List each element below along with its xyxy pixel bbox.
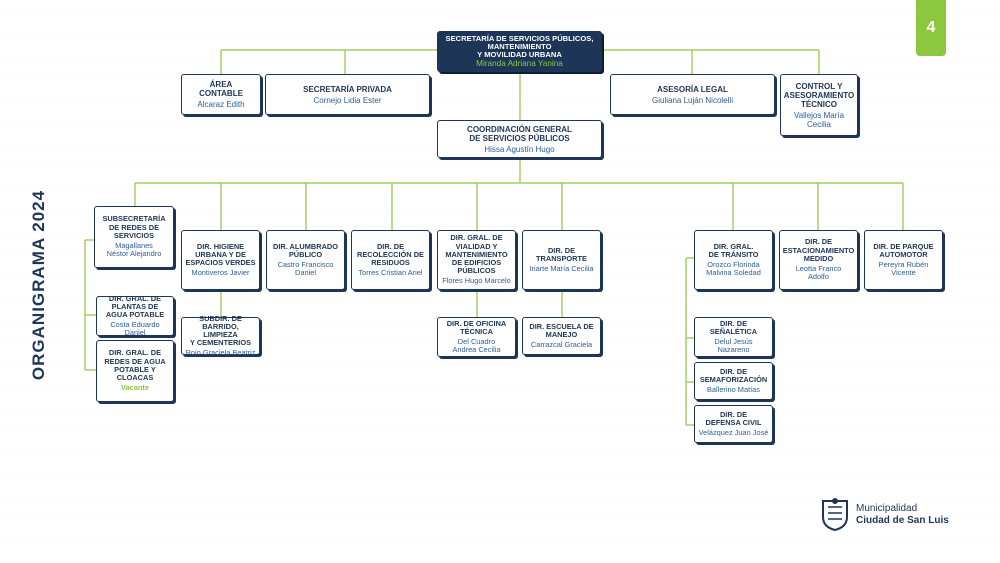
node-name: Costa Eduardo Daniel [110,320,160,338]
node-dir-escuela-manejo: DIR. ESCUELA DE MANEJO Carrazcal Graciel… [522,317,601,355]
logo-line-2: Ciudad de San Luis [856,515,949,526]
node-name: Orozco Florinda Malvina Soledad [706,260,761,278]
node-dir-senaletica: DIR. DE SEÑALÉTICA Delul Jesús Nazareno [694,317,773,357]
node-name: Ballerino Matías [707,385,760,395]
node-name: Castro Francisco Daniel [277,260,334,278]
node-title: DIR. DE DEFENSA CIVIL [705,409,762,427]
node-title: ÁREA CONTABLE [199,80,243,98]
node-dir-transporte: DIR. DE TRANSPORTE Iriarte María Cecilia [522,230,601,290]
node-dir-plantas-agua: DIR. GRAL. DE PLANTAS DE AGUA POTABLE Co… [96,293,174,338]
node-name: Vacante [121,383,149,393]
municipality-logo: Municipalidad Ciudad de San Luis [820,497,960,533]
node-name: Cornejo Lidia Ester [313,95,382,105]
node-dir-vialidad: DIR. GRAL. DE VIALIDAD Y MANTENIMIENTO D… [437,230,516,290]
node-name: Montiveros Javier [191,268,250,278]
node-name: Leotta Franco Adolfo [795,264,842,282]
node-dir-recoleccion: DIR. DE RECOLECCIÓN DE RESIDUOS Torres C… [351,230,430,290]
node-title: DIR. DE ESTACIONAMIENTO MEDIDO [782,237,855,263]
node-title: DIR. DE RECOLECCIÓN DE RESIDUOS [357,241,424,267]
node-name: Rojo Graciela Beatriz [185,348,256,358]
node-name: Flores Hugo Marcelo [442,276,511,286]
node-coordinacion: COORDINACIÓN GENERAL DE SERVICIOS PÚBLIC… [437,120,602,158]
node-name: Carrazcal Graciela [530,340,593,350]
node-name: Delul Jesús Nazareno [714,337,753,355]
node-name: Torres Cristian Ariel [358,268,423,278]
node-name: Hissa Agustín Hugo [484,144,555,154]
node-secretaria: SECRETARÍA DE SERVICIOS PÚBLICOS, MANTEN… [437,31,602,72]
node-subdir-barrido: SUBDIR. DE BARRIDO, LIMPIEZA Y CEMENTERI… [181,313,260,358]
logo-line-1: Municipalidad [856,503,918,514]
node-secretaria-privada: SECRETARÍA PRIVADA Cornejo Lidia Ester [265,74,430,115]
node-title: DIR. GRAL. DE PLANTAS DE AGUA POTABLE [105,293,165,319]
node-control-asesoramiento: CONTROL Y ASESORAMIENTO TÉCNICO Vallejos… [780,74,858,136]
node-area-contable: ÁREA CONTABLE Alcaraz Edith [181,74,261,115]
node-dir-transito: DIR. GRAL. DE TRÁNSITO Orozco Florinda M… [694,230,773,290]
node-title: DIR. HIGIENE URBANA Y DE ESPACIOS VERDES [185,241,256,267]
page-number-tab: 4 [916,0,946,56]
node-name: Miranda Adriana Yanina [476,58,563,68]
node-name: Alcaraz Edith [197,100,245,109]
node-title: DIR. ESCUELA DE MANEJO [529,321,594,339]
node-dir-oficina-tecnica: DIR. DE OFICINA TÉCNICA Del Cuadro Andre… [437,317,516,357]
node-title: DIR. ALUMBRADO PÚBLICO [272,241,338,259]
node-subsecretaria-redes: SUBSECRETARÍA DE REDES DE SERVICIOS Maga… [94,206,174,268]
node-title: DIR. GRAL. DE VIALIDAD Y MANTENIMIENTO D… [445,233,508,276]
node-dir-higiene: DIR. HIGIENE URBANA Y DE ESPACIOS VERDES… [181,230,260,290]
node-dir-alumbrado: DIR. ALUMBRADO PÚBLICO Castro Francisco … [266,230,345,290]
node-name: Del Cuadro Andrea Cecilia [452,337,501,355]
node-name: Magallanes Néstor Alejandro [106,241,162,259]
node-title: CONTROL Y ASESORAMIENTO TÉCNICO [783,81,855,109]
node-title: COORDINACIÓN GENERAL DE SERVICIOS PÚBLIC… [467,124,572,143]
node-name: Giuliana Luján Nicolelli [652,95,733,105]
page-number: 4 [926,19,936,36]
node-title: DIR. DE SEÑALÉTICA [709,318,758,336]
node-title: SUBSECRETARÍA DE REDES DE SERVICIOS [102,214,166,240]
node-asesoria-legal: ASESORÍA LEGAL Giuliana Luján Nicolelli [610,74,775,115]
side-title: ORGANIGRAMA 2024 [24,190,54,380]
node-name: Iriarte María Cecilia [529,264,594,274]
node-dir-parque-automotor: DIR. DE PARQUE AUTOMOTOR Pereyra Rubén V… [864,230,943,290]
node-name: Velázquez Juan José [698,428,769,438]
node-title: DIR. DE PARQUE AUTOMOTOR [873,241,934,259]
node-dir-redes-agua: DIR. GRAL. DE REDES DE AGUA POTABLE Y CL… [96,340,174,402]
node-title: SECRETARÍA PRIVADA [303,84,392,94]
node-title: DIR. GRAL. DE TRÁNSITO [708,241,759,259]
node-dir-semaforizacion: DIR. DE SEMAFORIZACIÓN Ballerino Matías [694,362,773,400]
node-title: ASESORÍA LEGAL [657,84,728,94]
node-title: DIR. GRAL. DE REDES DE AGUA POTABLE Y CL… [104,348,166,383]
node-title: DIR. DE OFICINA TÉCNICA [446,318,507,336]
node-title: DIR. DE SEMAFORIZACIÓN [699,366,768,384]
node-dir-estacionamiento: DIR. DE ESTACIONAMIENTO MEDIDO Leotta Fr… [779,230,858,290]
side-title-text: ORGANIGRAMA 2024 [29,189,48,381]
node-name: Pereyra Rubén Vicente [878,260,929,278]
coat-of-arms-icon [822,498,848,531]
node-name: Vallejos María Cecilia [793,110,845,129]
node-dir-defensa-civil: DIR. DE DEFENSA CIVIL Velázquez Juan Jos… [694,405,773,443]
node-title: SUBDIR. DE BARRIDO, LIMPIEZA Y CEMENTERI… [189,313,252,348]
node-title: DIR. DE TRANSPORTE [536,245,587,263]
node-title: SECRETARÍA DE SERVICIOS PÚBLICOS, MANTEN… [445,33,594,59]
